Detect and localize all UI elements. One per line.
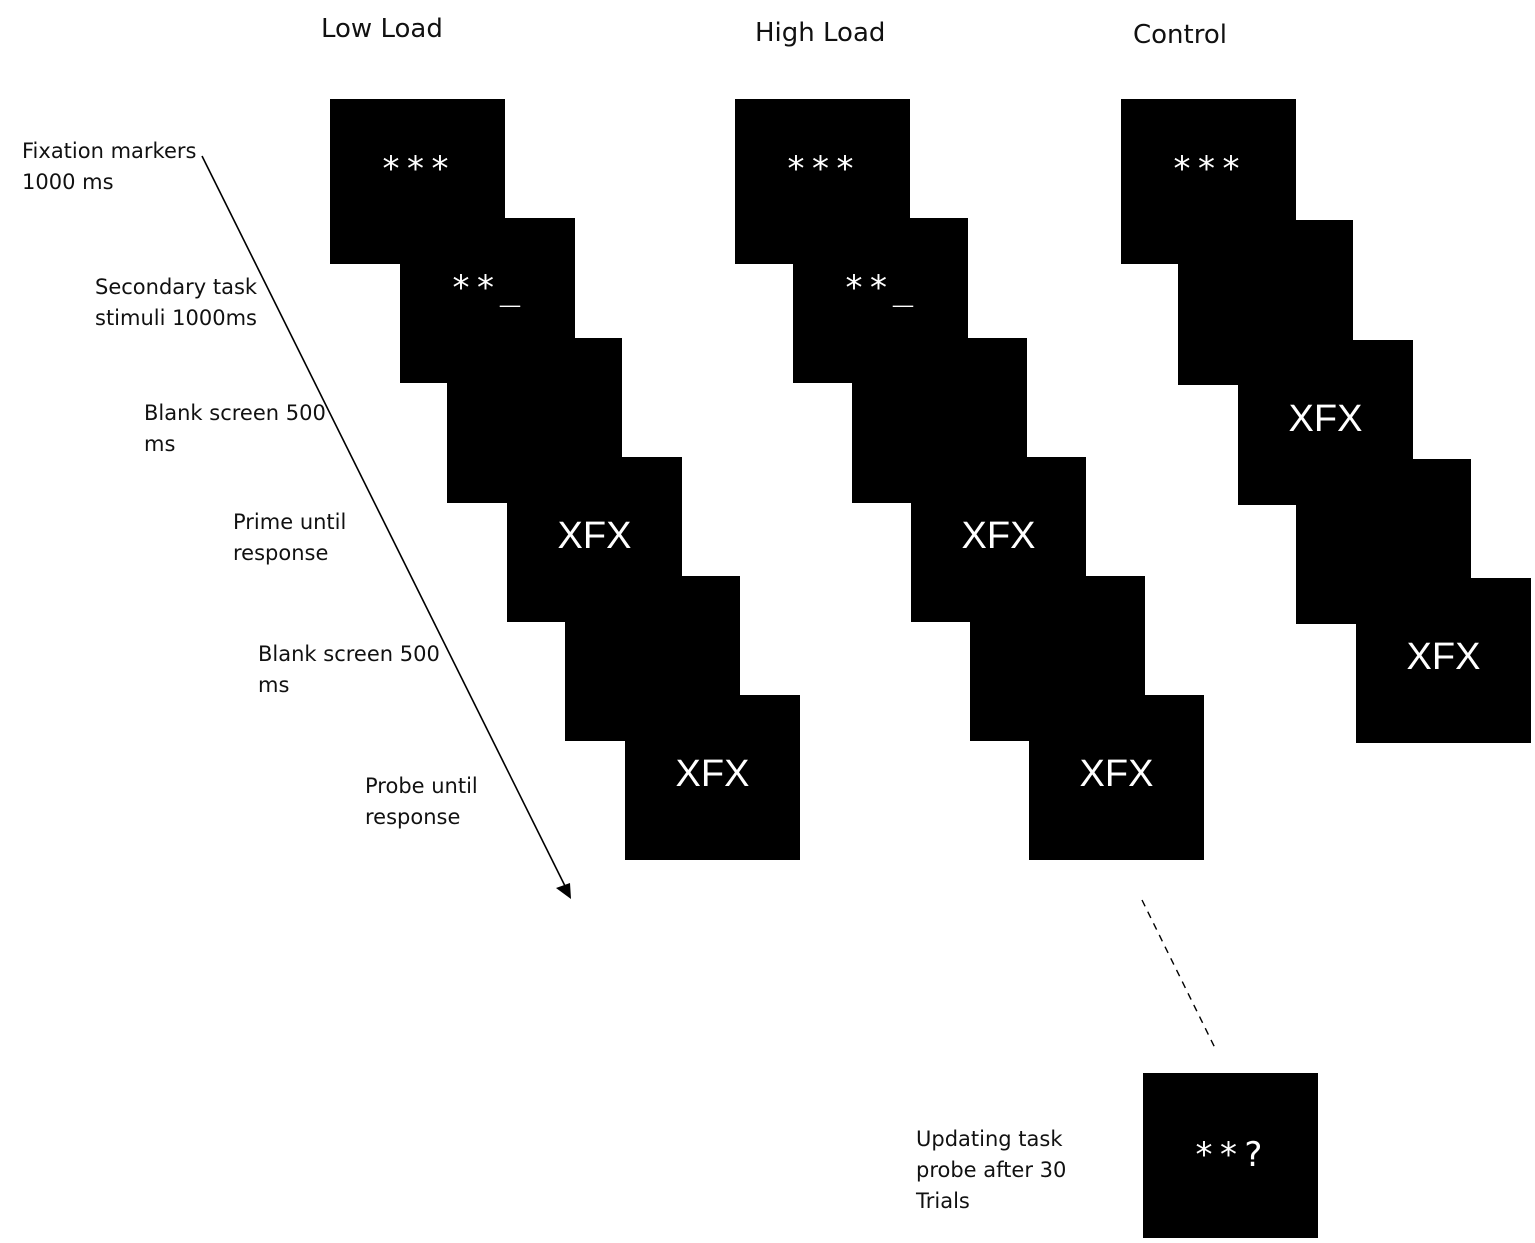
stimulus-text: *** [380, 149, 455, 189]
step-label-line: ms [258, 673, 290, 697]
stimulus-text: XFX [557, 515, 632, 557]
step-label-line: response [233, 541, 329, 565]
step-label-line: Probe until [365, 774, 478, 798]
step-label-line: ms [144, 432, 176, 456]
step-label-line: response [365, 805, 461, 829]
column-title-low-load: Low Load [321, 14, 443, 44]
stimulus-text: XFX [1406, 636, 1481, 678]
step-label-line: stimuli 1000ms [95, 306, 257, 330]
screen-low-probe: XFX [625, 695, 800, 860]
step-label-blank-1: Blank screen 500 ms [144, 398, 326, 460]
stimulus-text: *** [1171, 149, 1246, 189]
screen-control-probe: XFX [1356, 578, 1531, 743]
stimulus-text: XFX [961, 515, 1036, 557]
stimulus-text: XFX [1079, 753, 1154, 795]
step-label-line: probe after 30 [916, 1158, 1067, 1182]
stimulus-text: **? [1193, 1135, 1268, 1175]
step-label-line: Prime until [233, 510, 347, 534]
step-label-line: Blank screen 500 [144, 401, 326, 425]
dashed-connector [1141, 899, 1217, 1051]
step-label-line: Updating task [916, 1127, 1063, 1151]
screen-high-probe: XFX [1029, 695, 1204, 860]
step-label-secondary-task: Secondary task stimuli 1000ms [95, 272, 257, 334]
timeline-arrowhead [556, 883, 571, 899]
stimulus-text: *** [785, 149, 860, 189]
updating-probe-label: Updating task probe after 30 Trials [916, 1124, 1066, 1217]
step-label-line: Fixation markers [22, 139, 197, 163]
step-label-blank-2: Blank screen 500 ms [258, 639, 440, 701]
stimulus-text: XFX [1288, 398, 1363, 440]
step-label-probe: Probe until response [365, 771, 478, 833]
step-label-line: Trials [916, 1189, 970, 1213]
step-label-fixation: Fixation markers 1000 ms [22, 136, 196, 198]
stimulus-text: **_ [843, 268, 918, 308]
column-title-high-load: High Load [755, 18, 886, 48]
step-label-line: 1000 ms [22, 170, 114, 194]
stimulus-text: **_ [450, 268, 525, 308]
column-title-control: Control [1133, 20, 1227, 50]
screen-updating-probe: **? [1143, 1073, 1318, 1238]
timeline-arrow [201, 155, 567, 889]
stimulus-text: XFX [675, 753, 750, 795]
step-label-line: Blank screen 500 [258, 642, 440, 666]
step-label-line: Secondary task [95, 275, 258, 299]
step-label-prime: Prime until response [233, 507, 346, 569]
